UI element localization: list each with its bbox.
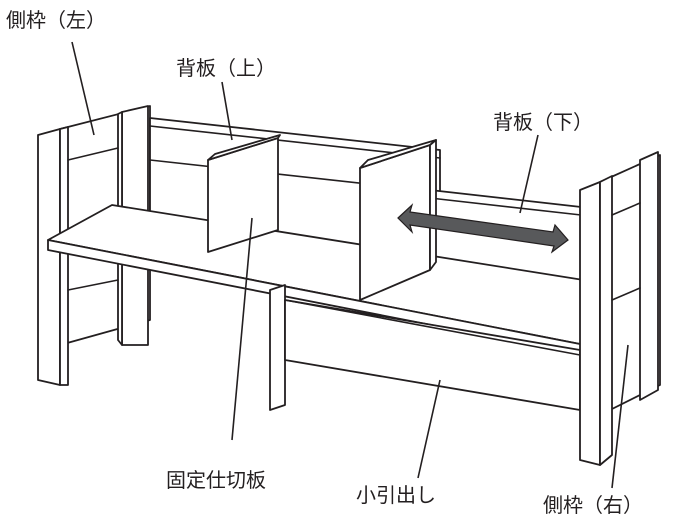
fixed-divider-part <box>207 134 281 253</box>
back-board-upper-label: 背板（上） <box>176 56 276 80</box>
side-frame-right-part <box>579 151 661 466</box>
leader-lines <box>71 41 629 489</box>
side-frame-left-label: 側枠（左） <box>6 8 106 32</box>
movable-divider-part <box>359 139 437 301</box>
small-drawer-label: 小引出し <box>356 483 436 507</box>
side-frame-right-label: 側枠（右） <box>543 493 643 517</box>
fixed-divider-label: 固定仕切板 <box>166 468 266 492</box>
small-drawer-part <box>269 284 581 411</box>
slide-direction-arrow <box>397 203 569 254</box>
back-board-lower-label: 背板（下） <box>493 110 593 134</box>
